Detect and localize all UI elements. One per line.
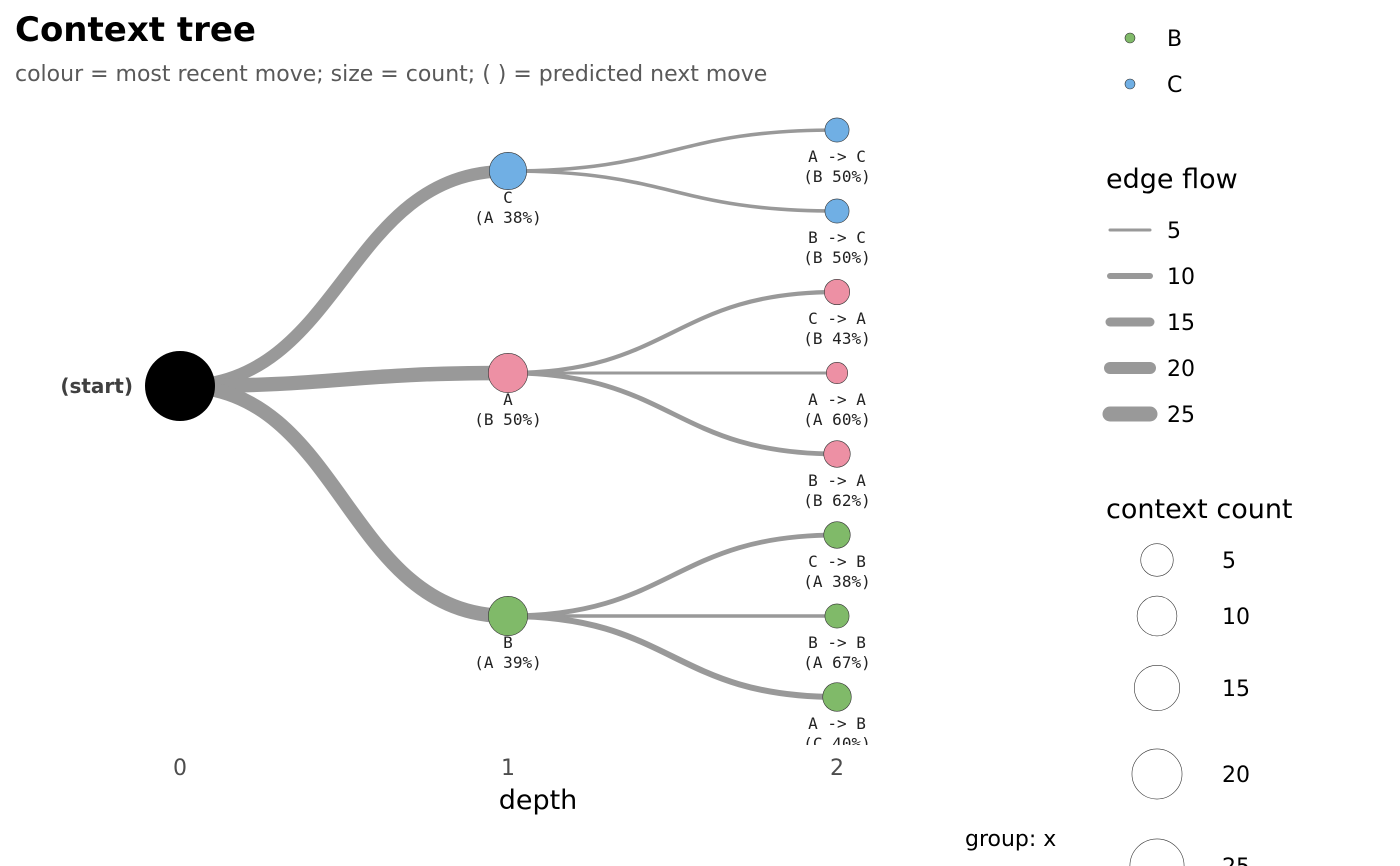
x-axis-title: depth — [499, 785, 578, 816]
node-start — [145, 351, 215, 421]
node-pred-C: (A 38%) — [474, 208, 541, 227]
node-CA — [823, 278, 851, 306]
legend-flow-label-15: 15 — [1167, 311, 1195, 336]
legend-move-label-C: C — [1167, 73, 1182, 98]
legend-context-count-title: context count — [1106, 494, 1293, 525]
legend-edge-flow-title: edge flow — [1106, 164, 1238, 195]
chart-title: Context tree — [15, 10, 256, 50]
node-pred-BC: (B 50%) — [803, 248, 870, 267]
legend-context-count: 5 10 15 20 25 — [1129, 543, 1250, 866]
legend-move-label-B: B — [1167, 27, 1182, 52]
legend-count-key-20 — [1131, 748, 1183, 800]
tree-edges — [179, 128, 838, 700]
legend-count-key-25 — [1129, 838, 1185, 866]
edge-A-CA — [507, 289, 838, 376]
node-BA — [823, 440, 851, 468]
legend-count-label-10: 10 — [1222, 605, 1250, 630]
node-start-label: (start) — [60, 374, 133, 398]
edge-root-A — [179, 365, 509, 394]
legend-move: BC — [1124, 27, 1182, 98]
legend-flow-label-10: 10 — [1167, 265, 1195, 290]
node-BC — [824, 198, 850, 224]
legend-flow-label-20: 20 — [1167, 357, 1195, 382]
tree-node-labels: (start)C(A 38%)A(B 50%)B(A 39%)A -> C(B … — [60, 147, 870, 753]
legend-count-key-5 — [1140, 543, 1174, 577]
edge-root-C — [179, 164, 509, 393]
node-AC — [824, 117, 850, 143]
edge-root-B — [179, 378, 509, 624]
legend-count-label-5: 5 — [1222, 549, 1236, 574]
node-A — [488, 353, 528, 393]
node-name-C: C — [503, 188, 513, 207]
node-B — [488, 596, 528, 636]
node-pred-BB: (A 67%) — [803, 653, 870, 672]
tree-nodes — [145, 117, 852, 712]
node-name-AC: A -> C — [808, 147, 866, 166]
edge-A-BA — [507, 370, 838, 457]
legend-flow-label-25: 25 — [1167, 403, 1195, 428]
edge-B-AB — [507, 613, 838, 700]
node-AB — [822, 682, 852, 712]
node-name-CB: C -> B — [808, 552, 866, 571]
node-name-BA: B -> A — [808, 471, 866, 490]
node-name-BB: B -> B — [808, 633, 866, 652]
node-pred-AA: (A 60%) — [803, 410, 870, 429]
node-pred-AB: (C 40%) — [803, 734, 870, 753]
node-pred-CB: (A 38%) — [803, 572, 870, 591]
node-pred-B: (A 39%) — [474, 653, 541, 672]
node-pred-AC: (B 50%) — [803, 167, 870, 186]
legend-count-label-20: 20 — [1222, 763, 1250, 788]
node-pred-BA: (B 62%) — [803, 491, 870, 510]
legend-flow-label-5: 5 — [1167, 219, 1181, 244]
node-name-AA: A -> A — [808, 390, 866, 409]
node-name-AB: A -> B — [808, 714, 866, 733]
node-name-A: A — [503, 390, 513, 409]
node-C — [488, 151, 528, 191]
legend-count-label-15: 15 — [1222, 677, 1250, 702]
node-name-B: B — [503, 633, 513, 652]
legend-move-key-B — [1124, 32, 1136, 44]
legend-count-key-15 — [1134, 665, 1180, 711]
node-name-BC: B -> C — [808, 228, 866, 247]
legend-count-key-10 — [1136, 595, 1178, 637]
x-tick-1: 1 — [501, 756, 515, 781]
node-pred-CA: (B 43%) — [803, 329, 870, 348]
legend-edge-flow: 5 10 15 20 25 — [1102, 219, 1195, 428]
node-BB — [824, 603, 850, 629]
edge-C-AC — [507, 128, 838, 173]
x-axis-ticks: 0 1 2 — [173, 756, 844, 781]
edge-C-BC — [507, 169, 838, 213]
legend-count-label-25: 25 — [1222, 855, 1250, 866]
node-pred-A: (B 50%) — [474, 410, 541, 429]
node-name-CA: C -> A — [808, 309, 866, 328]
legend-move-key-C — [1124, 78, 1136, 90]
x-tick-2: 2 — [830, 756, 844, 781]
chart-subtitle: colour = most recent move; size = count;… — [15, 62, 767, 87]
node-AA — [825, 361, 848, 384]
x-tick-0: 0 — [173, 756, 187, 781]
group-caption: group: x — [965, 827, 1056, 852]
node-CB — [823, 521, 851, 549]
edge-B-CB — [507, 532, 838, 619]
